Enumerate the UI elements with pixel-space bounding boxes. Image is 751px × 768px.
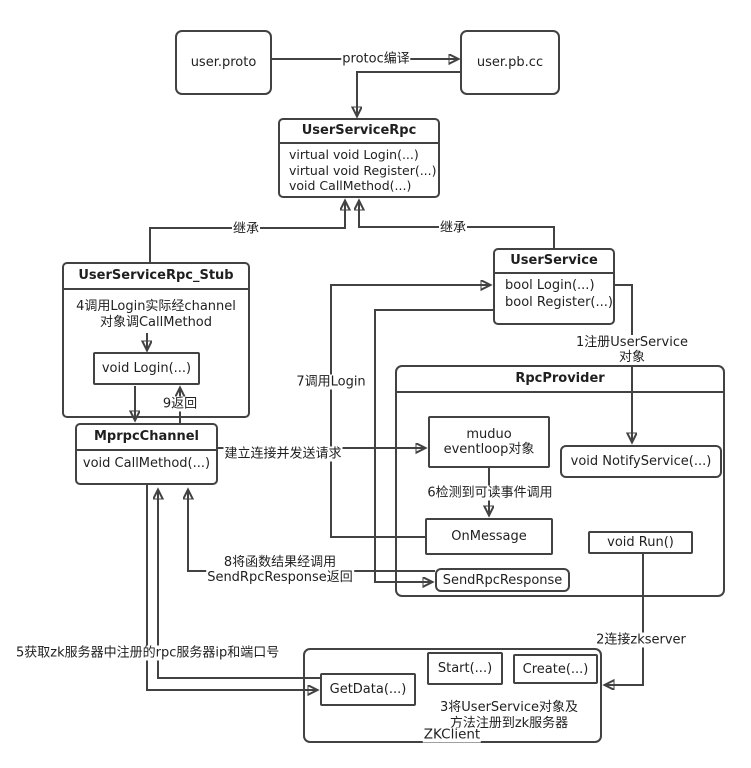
void-run-label: void Run() bbox=[607, 535, 674, 550]
user-proto-box: user.proto bbox=[175, 30, 272, 95]
step1-register-label: 1注册UserService对象 bbox=[572, 335, 692, 365]
user-service-title: UserService bbox=[495, 250, 613, 274]
create-label: Create(...) bbox=[522, 661, 589, 677]
step7-call-login-label: 7调用Login bbox=[295, 374, 367, 390]
send-rpc-response-box: SendRpcResponse bbox=[435, 568, 570, 592]
connect-send-label: 建立连接并发送请求 bbox=[223, 446, 343, 462]
user-proto-label: user.proto bbox=[190, 55, 257, 70]
muduo-eventloop-box: muduo eventloop对象 bbox=[428, 416, 550, 468]
method-callmethod: void CallMethod(...) bbox=[289, 178, 412, 193]
get-data-label: GetData(...) bbox=[329, 682, 407, 697]
method-bool-login: bool Login(...) bbox=[505, 278, 595, 293]
inherit-right-label: 继承 bbox=[438, 220, 468, 236]
void-login-box: void Login(...) bbox=[93, 352, 200, 385]
user-service-rpc-methods: virtual void Login(...) virtual void Reg… bbox=[280, 144, 438, 194]
create-box: Create(...) bbox=[513, 654, 598, 684]
notify-service-box: void NotifyService(...) bbox=[560, 445, 722, 478]
mprpc-channel-box: MprpcChannel void CallMethod(...) bbox=[75, 423, 218, 485]
user-pb-cc-label: user.pb.cc bbox=[476, 55, 544, 70]
on-message-label: OnMessage bbox=[451, 529, 527, 544]
send-rpc-response-label: SendRpcResponse bbox=[442, 572, 563, 588]
user-service-rpc-stub-title: UserServiceRpc_Stub bbox=[64, 264, 248, 290]
mprpc-channel-title: MprpcChannel bbox=[77, 425, 216, 451]
notify-service-label: void NotifyService(...) bbox=[570, 454, 712, 469]
zk-client-title: ZKClient bbox=[422, 726, 482, 743]
step9-return-label: 9返回 bbox=[161, 396, 199, 412]
user-service-methods: bool Login(...) bool Register(...) bbox=[495, 274, 613, 311]
on-message-box: OnMessage bbox=[425, 518, 553, 555]
muduo-eventloop-label: muduo eventloop对象 bbox=[443, 427, 535, 457]
get-data-box: GetData(...) bbox=[320, 673, 416, 706]
mprpc-channel-method: void CallMethod(...) bbox=[82, 456, 211, 471]
rpc-provider-box: RpcProvider bbox=[395, 365, 725, 597]
method-bool-register: bool Register(...) bbox=[505, 295, 613, 310]
start-box: Start(...) bbox=[427, 652, 503, 685]
edge-pbcc-to-userservicerpc bbox=[357, 71, 460, 116]
start-label: Start(...) bbox=[437, 661, 493, 676]
user-pb-cc-box: user.pb.cc bbox=[460, 30, 560, 95]
step3-register-note: 3将UserService对象及 方法注册到zk服务器 bbox=[439, 700, 579, 732]
method-virtual-register: virtual void Register(...) bbox=[289, 162, 437, 178]
void-login-label: void Login(...) bbox=[101, 361, 192, 376]
user-service-rpc-title: UserServiceRpc bbox=[280, 120, 438, 144]
user-service-rpc-stub-box: UserServiceRpc_Stub 4调用Login实际经channel 对… bbox=[62, 262, 250, 418]
step5-get-data-label: 5获取zk服务器中注册的rpc服务器ip和端口号 bbox=[15, 645, 281, 661]
inherit-left-label: 继承 bbox=[231, 221, 261, 237]
rpc-provider-title: RpcProvider bbox=[397, 367, 723, 393]
step8-send-response-label: 8将函数结果经调用 SendRpcResponse返回 bbox=[206, 555, 354, 585]
void-run-box: void Run() bbox=[588, 531, 693, 554]
user-service-box: UserService bool Login(...) bool Registe… bbox=[493, 248, 615, 325]
protoc-compile-label: protoc编译 bbox=[341, 51, 411, 67]
user-service-rpc-box: UserServiceRpc virtual void Login(...) v… bbox=[278, 118, 440, 198]
step2-connect-zk-label: 2连接zkserver bbox=[595, 632, 687, 648]
step4-note: 4调用Login实际经channel 对象调CallMethod bbox=[76, 299, 236, 330]
method-virtual-login: virtual void Login(...) bbox=[289, 147, 419, 162]
step6-readable-event-label: 6检测到可读事件调用 bbox=[426, 485, 554, 501]
